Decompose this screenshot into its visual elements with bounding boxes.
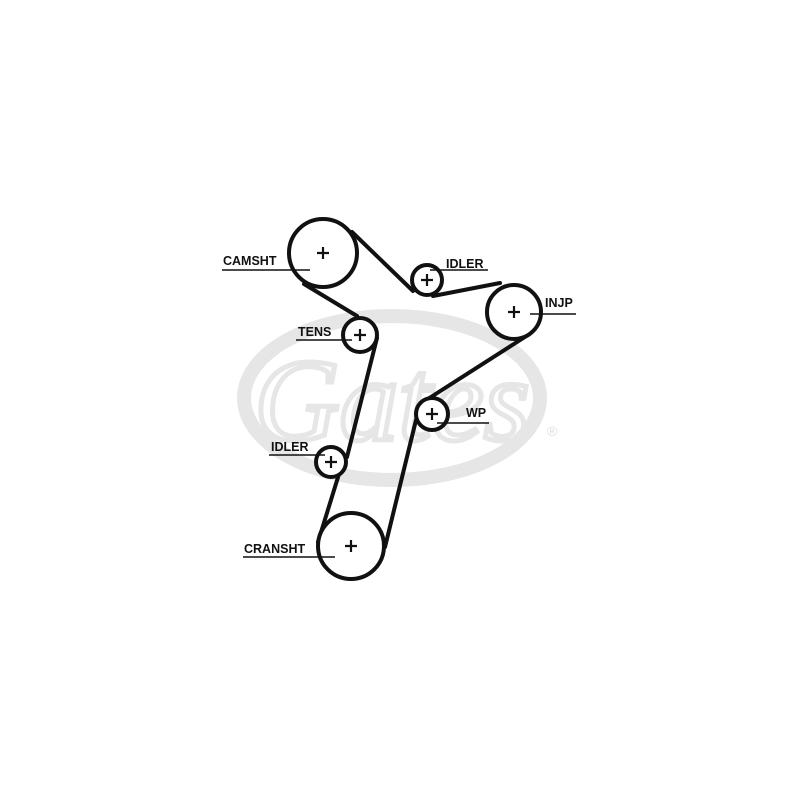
camshaft-centre-mark: [317, 247, 329, 259]
crankshaft-label: CRANSHT: [244, 542, 305, 556]
belt-span-wp-to-crankshaft: [383, 418, 418, 549]
belt-span-tens-to-camshaft: [302, 282, 359, 318]
registered-mark: ®: [547, 423, 558, 439]
watermark-text: Gates: [254, 335, 529, 466]
gates-logo-watermark: Gates ®: [237, 309, 558, 487]
label-leader-lines: [222, 269, 576, 558]
water-pump-label: WP: [466, 406, 486, 420]
idler-bottom-label: IDLER: [271, 440, 309, 454]
belt-span-idler-bottom-to-tens: [345, 336, 379, 459]
idler-top-centre-mark: [421, 274, 433, 286]
injection-pump-label: INJP: [545, 296, 573, 310]
belt-span-camshaft-to-idler-top: [350, 230, 415, 293]
idler-bottom-centre-mark: [325, 456, 337, 468]
idler-top-label: IDLER: [446, 257, 484, 271]
injection-pump-centre-mark: [508, 306, 520, 318]
tensioner-centre-mark: [354, 329, 366, 341]
crankshaft-centre-mark: [345, 540, 357, 552]
belt-span-injp-to-wp: [418, 333, 530, 406]
water-pump-centre-mark: [426, 408, 438, 420]
tensioner-label: TENS: [298, 325, 331, 339]
belt-span-idler-top-to-injp: [431, 281, 502, 298]
camshaft-label: CAMSHT: [223, 254, 277, 268]
pulley-centre-marks: [317, 247, 520, 552]
